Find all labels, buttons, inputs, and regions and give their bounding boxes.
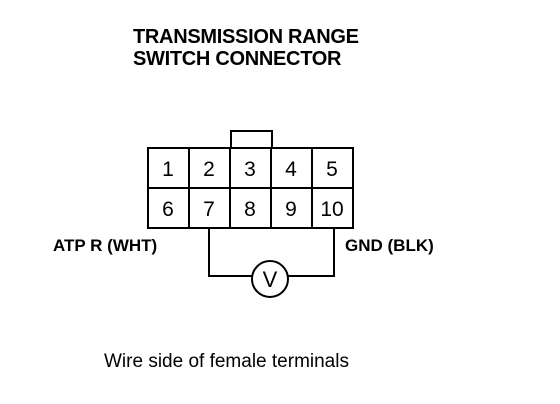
terminal-9-label: 9 — [285, 198, 297, 221]
terminal-4-label: 4 — [285, 158, 297, 181]
probe-wire-left — [208, 228, 252, 277]
terminal-1-label: 1 — [162, 158, 174, 181]
terminal-10-label: 10 — [320, 198, 343, 221]
terminal-7-label: 7 — [203, 198, 215, 221]
terminal-2-label: 2 — [203, 158, 215, 181]
terminal-6-label: 6 — [162, 198, 174, 221]
title-line-2: SWITCH CONNECTOR — [133, 48, 342, 70]
right-wire-label: GND (BLK) — [345, 236, 434, 255]
title-line-1: TRANSMISSION RANGE — [133, 26, 359, 48]
voltmeter-icon — [251, 260, 289, 298]
terminal-8-label: 8 — [244, 198, 256, 221]
diagram-caption: Wire side of female terminals — [104, 351, 349, 372]
left-wire-label: ATP R (WHT) — [53, 236, 158, 255]
voltmeter-symbol: V — [263, 267, 278, 292]
terminal-5-label: 5 — [326, 158, 338, 181]
diagram-title: TRANSMISSION RANGE SWITCH CONNECTOR — [133, 26, 359, 70]
connector-lock-tab — [230, 130, 273, 150]
terminal-3-label: 3 — [244, 158, 256, 181]
probe-wire-right — [288, 228, 335, 277]
